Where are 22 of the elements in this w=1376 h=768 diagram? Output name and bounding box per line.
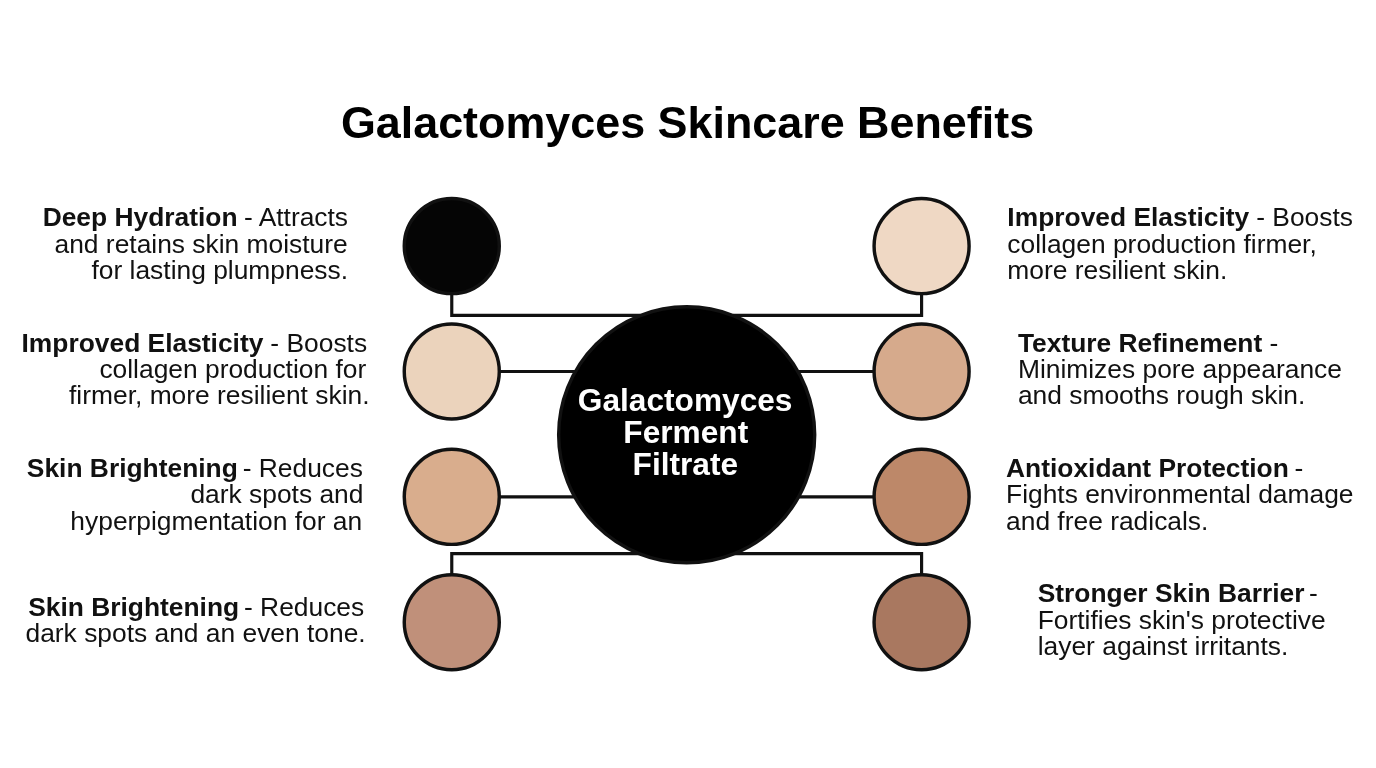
connector bbox=[499, 495, 575, 499]
node-circle bbox=[402, 196, 501, 296]
node-label: Antioxidant Protection - Fights environmental damage and free radicals. bbox=[1006, 453, 1354, 536]
node-label: Stronger Skin Barrier - Fortifies skin's protective layer against irritants. bbox=[1037, 578, 1326, 662]
node-label: Skin Brightening - Reduces dark spots and an even tone. bbox=[25, 591, 366, 649]
node-label: Deep Hydration - Attracts and retains skin moisture for lasting plumpness. bbox=[42, 202, 349, 286]
node-circle bbox=[872, 196, 971, 296]
node-label: Texture Refinement - Minimizes pore appearance and smooths rough skin. bbox=[1017, 327, 1342, 411]
connector bbox=[797, 369, 875, 374]
node-label: Improved Elasticity - Boosts collagen production for firmer, more resilient skin. bbox=[21, 327, 370, 411]
node-circle bbox=[402, 447, 501, 547]
node-circle bbox=[872, 322, 971, 421]
connector bbox=[499, 369, 576, 374]
node-label: Improved Elasticity - Boosts collagen production firmer, more resilient skin. bbox=[1007, 202, 1353, 286]
node-circle: Galactomyces Ferment Filtrate bbox=[556, 305, 817, 565]
node-circle bbox=[402, 322, 501, 421]
node-label: Skin Brightening - Reduces dark spots and hyperpigmentation for an bbox=[26, 453, 364, 536]
node-circle bbox=[872, 447, 971, 547]
node-circle bbox=[402, 573, 501, 672]
diagram-title: Galactomyces Skincare Benefits bbox=[340, 97, 1035, 149]
connector bbox=[799, 495, 874, 499]
node-circle bbox=[872, 573, 971, 672]
